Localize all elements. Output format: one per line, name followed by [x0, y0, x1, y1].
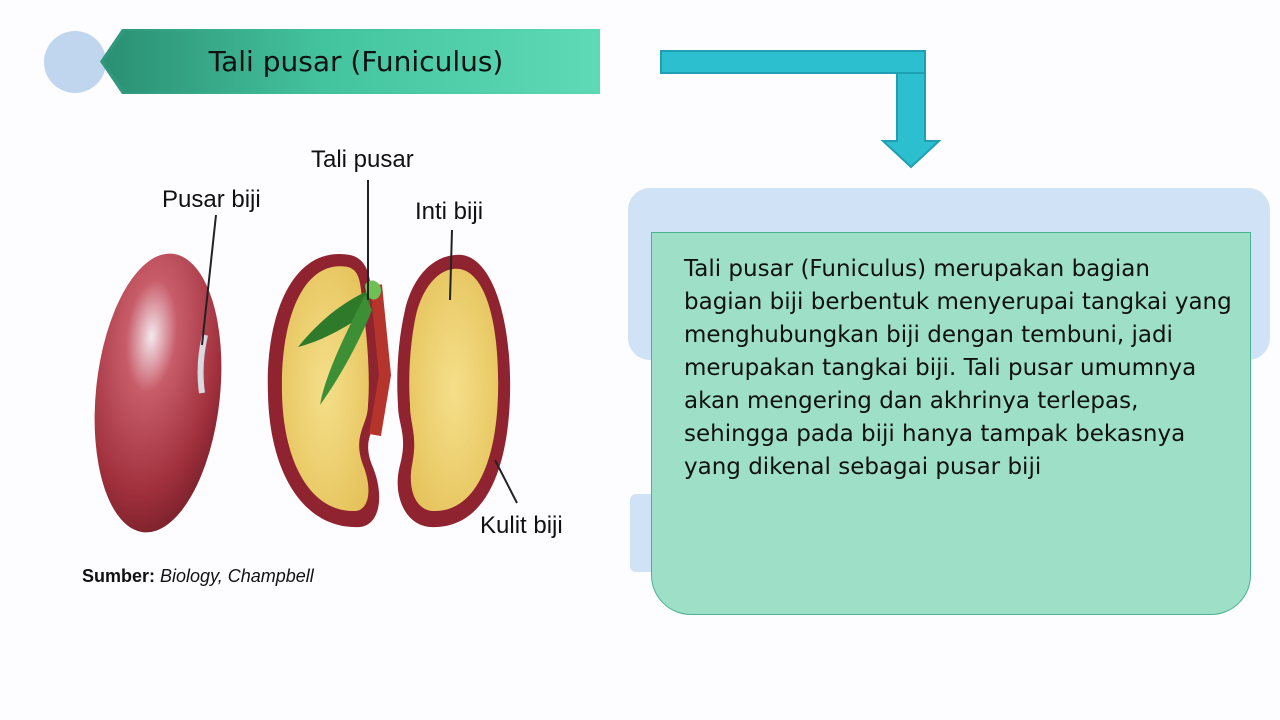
title-banner: Tali pusar (Funiculus)	[104, 31, 598, 92]
label-inti-biji: Inti biji	[415, 198, 484, 225]
page-title: Tali pusar (Funiculus)	[208, 45, 504, 78]
label-pusar-biji: Pusar biji	[162, 186, 261, 213]
elbow-arrow-icon	[660, 50, 942, 169]
label-tali-pusar: Tali pusar	[311, 146, 414, 173]
source-label: Sumber:	[82, 566, 156, 586]
label-kulit-biji: Kulit biji	[480, 512, 563, 539]
description-box: Tali pusar (Funiculus) merupakan bagian …	[651, 232, 1251, 615]
source-text: Biology, Champbell	[160, 566, 314, 586]
decorative-circle	[44, 31, 106, 93]
figure-source: Sumber: Biology, Champbell	[82, 566, 314, 587]
description-text: Tali pusar (Funiculus) merupakan bagian …	[684, 256, 1232, 480]
seed-illustration	[94, 180, 518, 533]
